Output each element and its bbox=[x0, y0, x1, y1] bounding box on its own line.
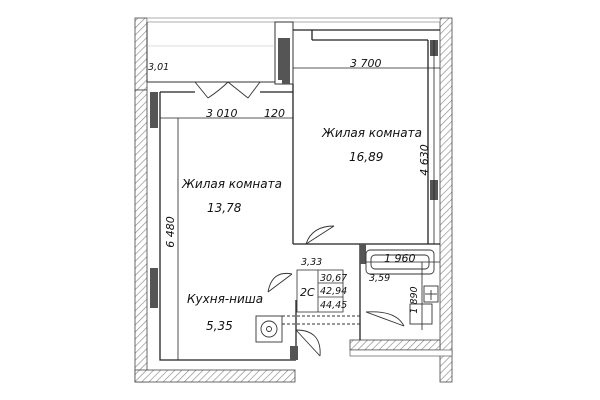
wall-blocks bbox=[150, 40, 438, 360]
room1-name: Жилая комната bbox=[181, 177, 282, 191]
hallway-area: 3,33 bbox=[301, 257, 322, 268]
balcony bbox=[146, 21, 294, 85]
apartment-type: 2С bbox=[300, 286, 315, 299]
kitchen-area: 5,35 bbox=[206, 319, 233, 333]
room1-depth-dimension: 6 480 bbox=[164, 216, 177, 248]
living-area: 30,67 bbox=[320, 273, 347, 284]
apartment-summary bbox=[296, 269, 344, 313]
room1-width-dimension: 3 010 bbox=[206, 107, 238, 120]
bath-depth-dimension: 1 890 bbox=[409, 286, 420, 313]
doors bbox=[194, 81, 405, 357]
interior-walls bbox=[159, 29, 440, 361]
fixtures bbox=[255, 249, 439, 343]
balcony-area: 3,01 bbox=[148, 62, 169, 73]
total-area-with-balcony: 44,45 bbox=[320, 300, 347, 311]
bath-width-dimension: 1 960 bbox=[384, 252, 416, 265]
dimension-lines bbox=[160, 40, 440, 360]
offset-dimension: 120 bbox=[264, 107, 285, 120]
room2-width-dimension: 3 700 bbox=[350, 57, 382, 70]
room2-depth-dimension: 4 630 bbox=[418, 144, 431, 176]
exterior-walls bbox=[134, 17, 453, 383]
room1-area: 13,78 bbox=[207, 201, 242, 215]
bathroom-area: 3,59 bbox=[369, 273, 390, 284]
room2-name: Жилая комната bbox=[321, 126, 422, 140]
kitchen-name: Кухня-ниша bbox=[187, 292, 263, 306]
room2-area: 16,89 bbox=[349, 150, 383, 164]
total-area: 42,94 bbox=[320, 286, 347, 297]
